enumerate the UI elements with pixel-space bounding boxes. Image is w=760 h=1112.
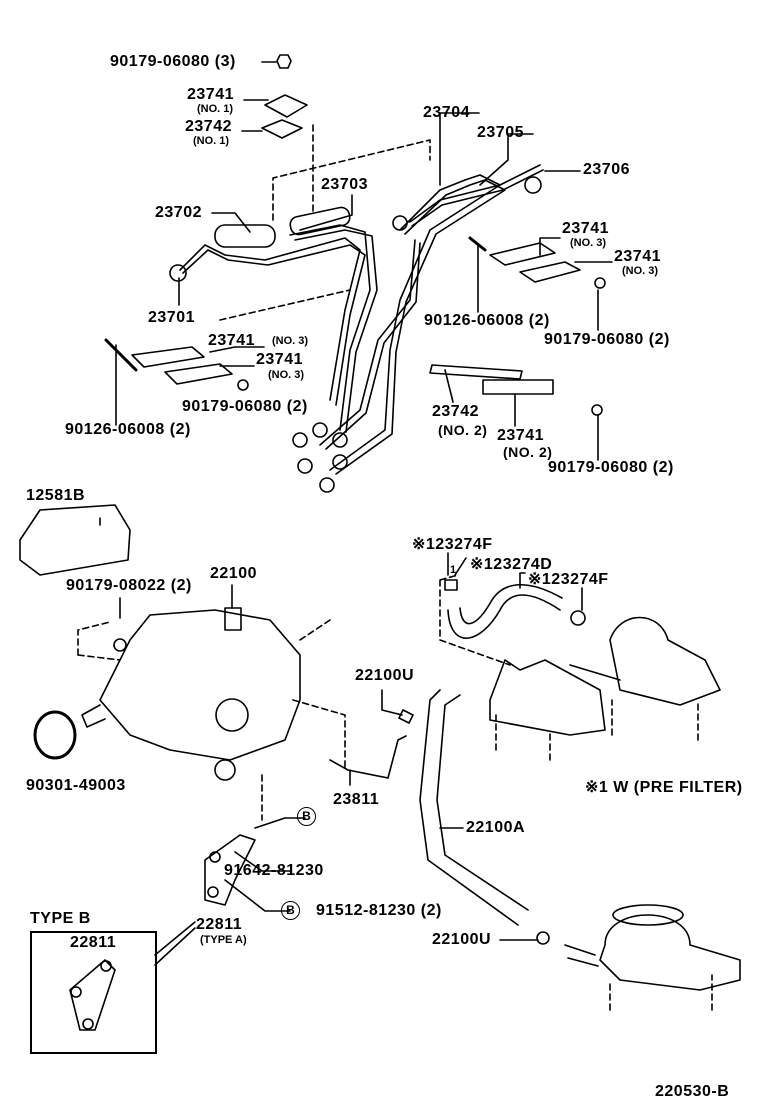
label-23703: 23703 xyxy=(321,176,368,193)
label-22811-type-a-sub: (TYPE A) xyxy=(200,934,247,946)
fuel-hose-123274d xyxy=(444,579,586,639)
label-123274f-b: ※123274F xyxy=(528,571,609,588)
label-90179-08022: 90179-08022 (2) xyxy=(66,577,192,594)
label-123274f-a: ※123274F xyxy=(412,536,493,553)
label-22100u-upper: 22100U xyxy=(355,667,415,684)
pre-filter-upper xyxy=(489,616,721,736)
pipe-clamps xyxy=(104,94,581,395)
label-23705: 23705 xyxy=(477,124,524,141)
label-123274d: ※123274D xyxy=(470,556,553,573)
label-22100: 22100 xyxy=(210,565,257,582)
label-23811: 23811 xyxy=(333,791,380,808)
label-22100a: 22100A xyxy=(466,819,526,836)
label-23741-no1: 23741 xyxy=(187,86,234,103)
label-23741-no3-d: 23741 xyxy=(256,351,303,368)
label-23742-no2: 23742 xyxy=(432,403,479,420)
label-23742-no1: 23742 xyxy=(185,118,232,135)
label-23741-no3-d-sub: (NO. 3) xyxy=(268,369,305,381)
bracket-22811 xyxy=(204,834,256,906)
bracket-12581b xyxy=(19,504,131,576)
label-90301-49003: 90301-49003 xyxy=(26,777,126,794)
fuel-hose-22100a xyxy=(398,689,550,945)
label-23704: 23704 xyxy=(423,104,470,121)
diagram-id: 220530-B xyxy=(655,1083,730,1100)
label-90179-06080-right: 90179-06080 (2) xyxy=(544,331,670,348)
injection-pump xyxy=(81,607,301,781)
o-ring-90301 xyxy=(33,710,77,760)
label-91642-81230: 91642-81230 xyxy=(224,862,324,879)
pre-filter-lower xyxy=(564,904,741,991)
dashed-guides xyxy=(77,124,713,1011)
ref-b-marker-1: B xyxy=(297,807,316,826)
label-22811-type-a: 22811 xyxy=(196,916,243,933)
bracket-22811-type-b xyxy=(69,959,116,1031)
label-23742-no1-sub: (NO. 1) xyxy=(193,135,230,147)
label-23741-no2: 23741 xyxy=(497,427,544,444)
label-23702: 23702 xyxy=(155,204,202,221)
label-23742-no2-sub: (NO. 2) xyxy=(438,422,488,438)
label-23741-no3-b-sub: (NO. 3) xyxy=(622,265,659,277)
label-23701: 23701 xyxy=(148,309,195,326)
label-23741-no2-sub: (NO. 2) xyxy=(503,444,553,460)
type-b-box xyxy=(30,931,157,1054)
label-12581b: 12581B xyxy=(26,487,86,504)
label-90179-06080-lower: 90179-06080 (2) xyxy=(548,459,674,476)
label-22811-type-b: 22811 xyxy=(70,934,117,951)
leader-lines xyxy=(99,61,613,966)
label-type-b: TYPE B xyxy=(30,910,91,927)
label-23741-no3-b: 23741 xyxy=(614,248,661,265)
label-23741-no3-a-sub: (NO. 3) xyxy=(570,237,607,249)
injection-pipes xyxy=(179,164,544,475)
label-90126-06008-right: 90126-06008 (2) xyxy=(424,312,550,329)
label-note-1: 1 xyxy=(450,564,457,576)
label-23741-no3-c-sub: (NO. 3) xyxy=(272,335,309,347)
label-23741-no3-a: 23741 xyxy=(562,220,609,237)
label-90179-06080-left: 90179-06080 (2) xyxy=(182,398,308,415)
label-90179-06080-3: 90179-06080 (3) xyxy=(110,53,236,70)
ref-b-marker-2: B xyxy=(281,901,300,920)
label-pre-filter-note: ※1 W (PRE FILTER) xyxy=(585,779,743,796)
label-90126-06008-left: 90126-06008 (2) xyxy=(65,421,191,438)
label-23706: 23706 xyxy=(583,161,630,178)
label-91512-81230: 91512-81230 (2) xyxy=(316,902,442,919)
pipe-nuts xyxy=(169,54,606,493)
label-23741-no1-sub: (NO. 1) xyxy=(197,103,234,115)
pipe-23811 xyxy=(329,735,407,779)
label-22100u-lower: 22100U xyxy=(432,931,492,948)
label-23741-no3-c: 23741 xyxy=(208,332,255,349)
